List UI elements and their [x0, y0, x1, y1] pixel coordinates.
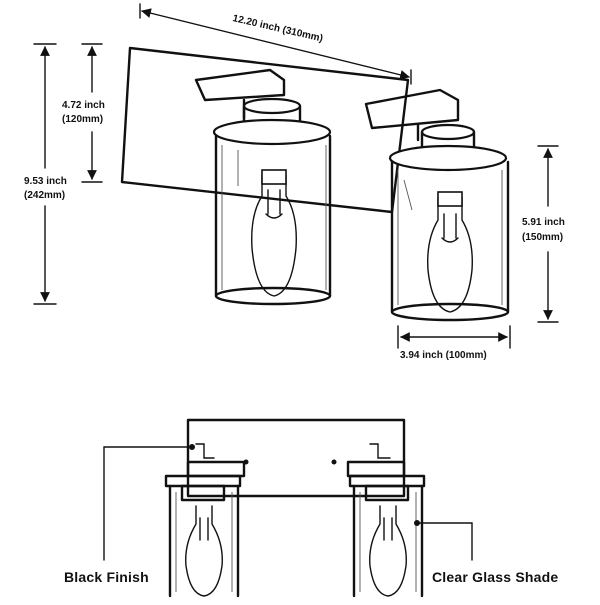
right-glass-shade	[390, 160, 510, 322]
finish-callout-leader	[103, 446, 193, 561]
backplate-height-label-line2: (120mm)	[62, 114, 103, 125]
dimension-lines	[33, 3, 559, 349]
right-arm	[364, 88, 460, 130]
front-view-fixture-drawing	[103, 418, 473, 598]
shade-width-label: 3.94 inch (100mm)	[400, 350, 487, 361]
right-bulb	[427, 197, 473, 313]
shade-height-label-line2: (150mm)	[522, 232, 563, 243]
shade-callout-leader	[416, 522, 473, 561]
black-finish-label: Black Finish	[64, 569, 149, 585]
left-socket-cap	[212, 97, 332, 146]
front-left-bulb	[185, 505, 223, 597]
clear-glass-shade-label: Clear Glass Shade	[432, 569, 558, 585]
left-bulb	[251, 174, 297, 297]
front-right-shade	[348, 474, 426, 598]
left-arm	[194, 68, 286, 102]
width-dimension-line	[141, 8, 410, 80]
overall-height-label-line2: (242mm)	[24, 190, 65, 201]
front-left-shade	[164, 474, 242, 598]
shade-height-label-line1: 5.91 inch	[522, 217, 565, 228]
backplate-height-label-line1: 4.72 inch	[62, 100, 105, 111]
front-backplate	[186, 418, 406, 498]
perspective-fixture-drawing	[120, 46, 510, 322]
dimension-labels: 12.20 inch (310mm) 4.72 inch (120mm) 9.5…	[24, 13, 565, 361]
width-label: 12.20 inch (310mm)	[232, 13, 324, 44]
front-right-bulb	[369, 505, 407, 597]
overall-height-label-line1: 9.53 inch	[24, 176, 67, 187]
right-socket-cap	[388, 123, 508, 172]
left-glass-shade	[214, 134, 332, 306]
